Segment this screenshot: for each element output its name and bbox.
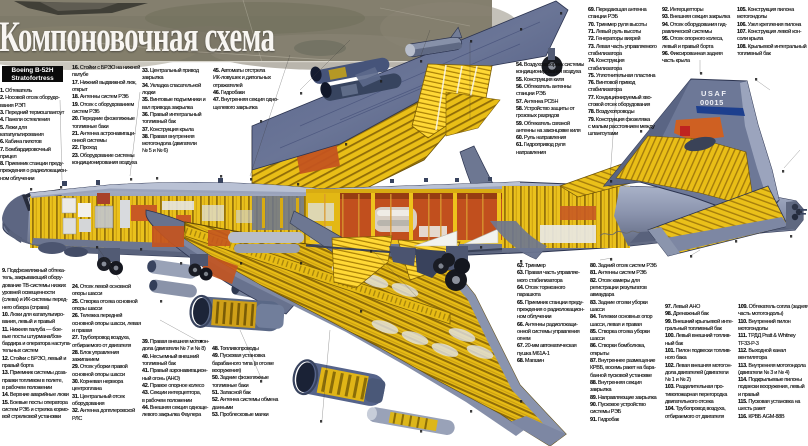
- svg-text:USAF: USAF: [701, 89, 727, 98]
- svg-text:00015: 00015: [700, 98, 724, 107]
